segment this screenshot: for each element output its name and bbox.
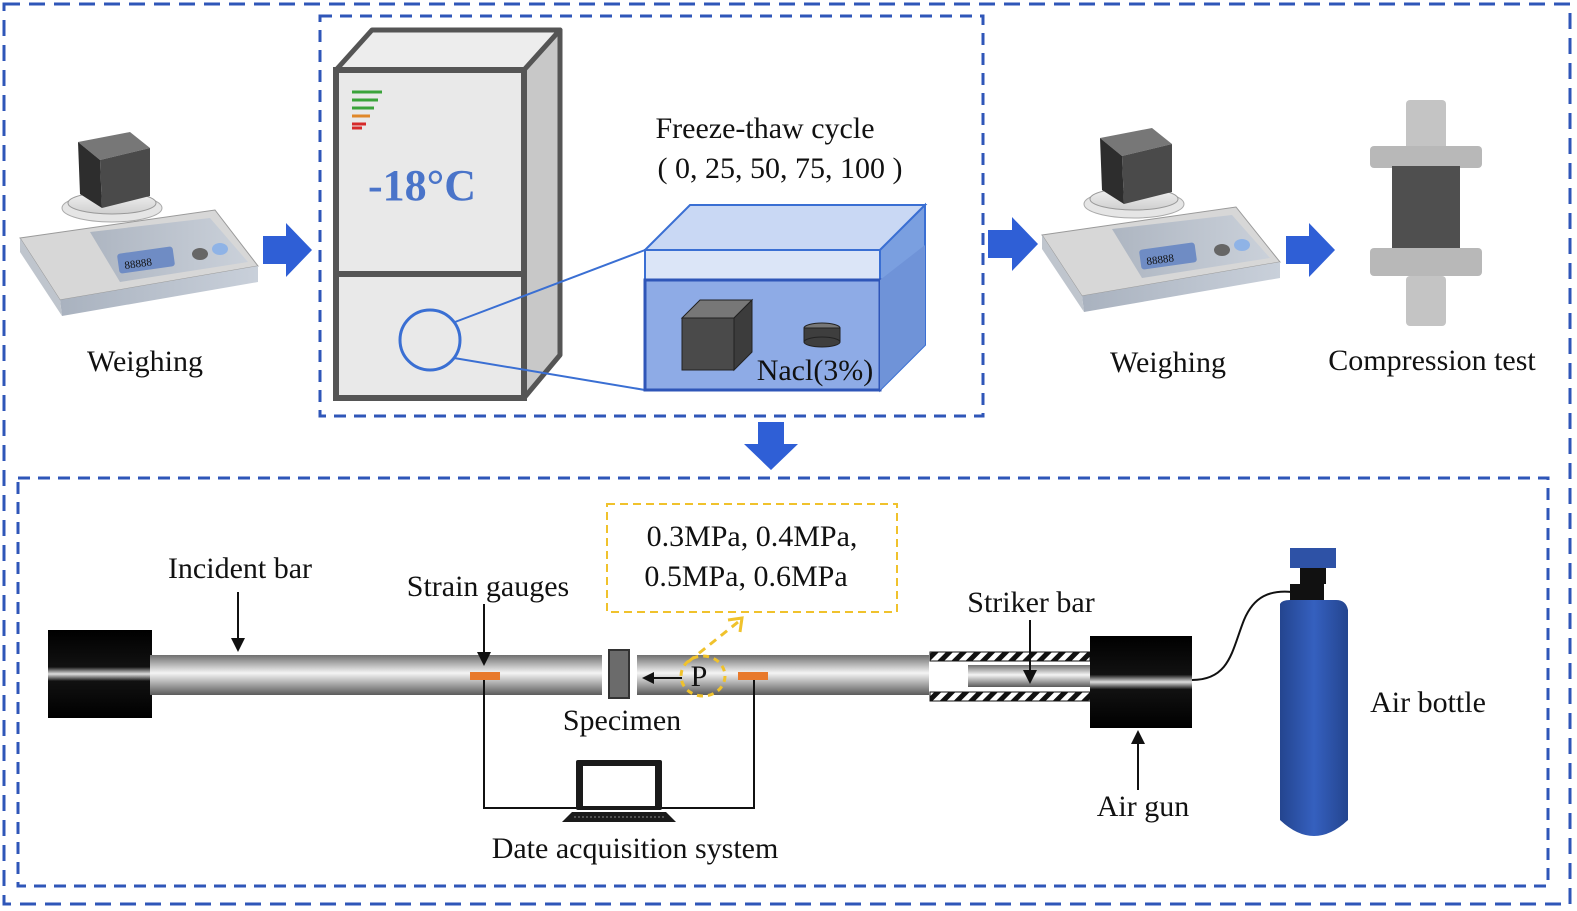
strain-gauges-label: Strain gauges — [407, 570, 569, 603]
shpb-frame — [16, 476, 1550, 888]
balance-scale-icon: 88888 — [1041, 128, 1281, 312]
pressure-line-2: 0.5MPa, 0.6MPa — [644, 560, 847, 593]
shpb-apparatus — [48, 503, 1192, 809]
nacl-label: Nacl(3%) — [757, 354, 874, 387]
compression-rig-icon — [1370, 100, 1482, 326]
flow-arrow-icon — [744, 422, 798, 470]
specimen-label: Specimen — [563, 704, 681, 737]
scale-display-text: 88888 — [124, 256, 153, 272]
air-bottle-label: Air bottle — [1370, 686, 1486, 719]
freezer-frame — [318, 14, 985, 418]
gauge-wire — [660, 680, 755, 809]
incident-bar-label: Incident bar — [168, 552, 312, 585]
flow-arrow-icon — [988, 217, 1038, 271]
freeze-thaw-values: ( 0, 25, 50, 75, 100 ) — [658, 152, 903, 185]
air-bottle-icon — [1191, 548, 1348, 836]
specimen — [608, 649, 630, 699]
pressure-box — [606, 503, 898, 613]
striker-bar-label: Striker bar — [967, 586, 1094, 619]
daq-label: Date acquisition system — [492, 832, 779, 865]
temperature-label: -18°C — [368, 161, 476, 210]
air-gun-label: Air gun — [1097, 790, 1190, 823]
flow-arrow-icon — [263, 223, 312, 277]
balance-scale-icon: 88888 — [19, 132, 259, 316]
incident-bar — [150, 655, 602, 695]
scale-display-text: 88888 — [1146, 252, 1175, 268]
compression-test-label: Compression test — [1328, 344, 1536, 377]
laptop-icon — [562, 760, 676, 822]
pressure-line-1: 0.3MPa, 0.4MPa, — [647, 520, 858, 553]
weighing-label-2: Weighing — [1110, 346, 1226, 379]
freeze-thaw-title: Freeze-thaw cycle — [655, 112, 874, 145]
water-tank-icon — [642, 202, 928, 393]
end-block — [48, 630, 152, 718]
air-gun — [1090, 636, 1192, 728]
strain-gauge — [738, 672, 768, 680]
freezer-icon — [333, 27, 646, 401]
strain-gauge — [470, 672, 500, 680]
gauge-wire — [483, 680, 578, 809]
weighing-label-1: Weighing — [87, 345, 203, 378]
pressure-p-label: P — [691, 660, 708, 693]
flow-arrow-icon — [1286, 223, 1335, 277]
pressure-point-marker — [679, 654, 727, 698]
zoom-circle — [398, 308, 462, 372]
